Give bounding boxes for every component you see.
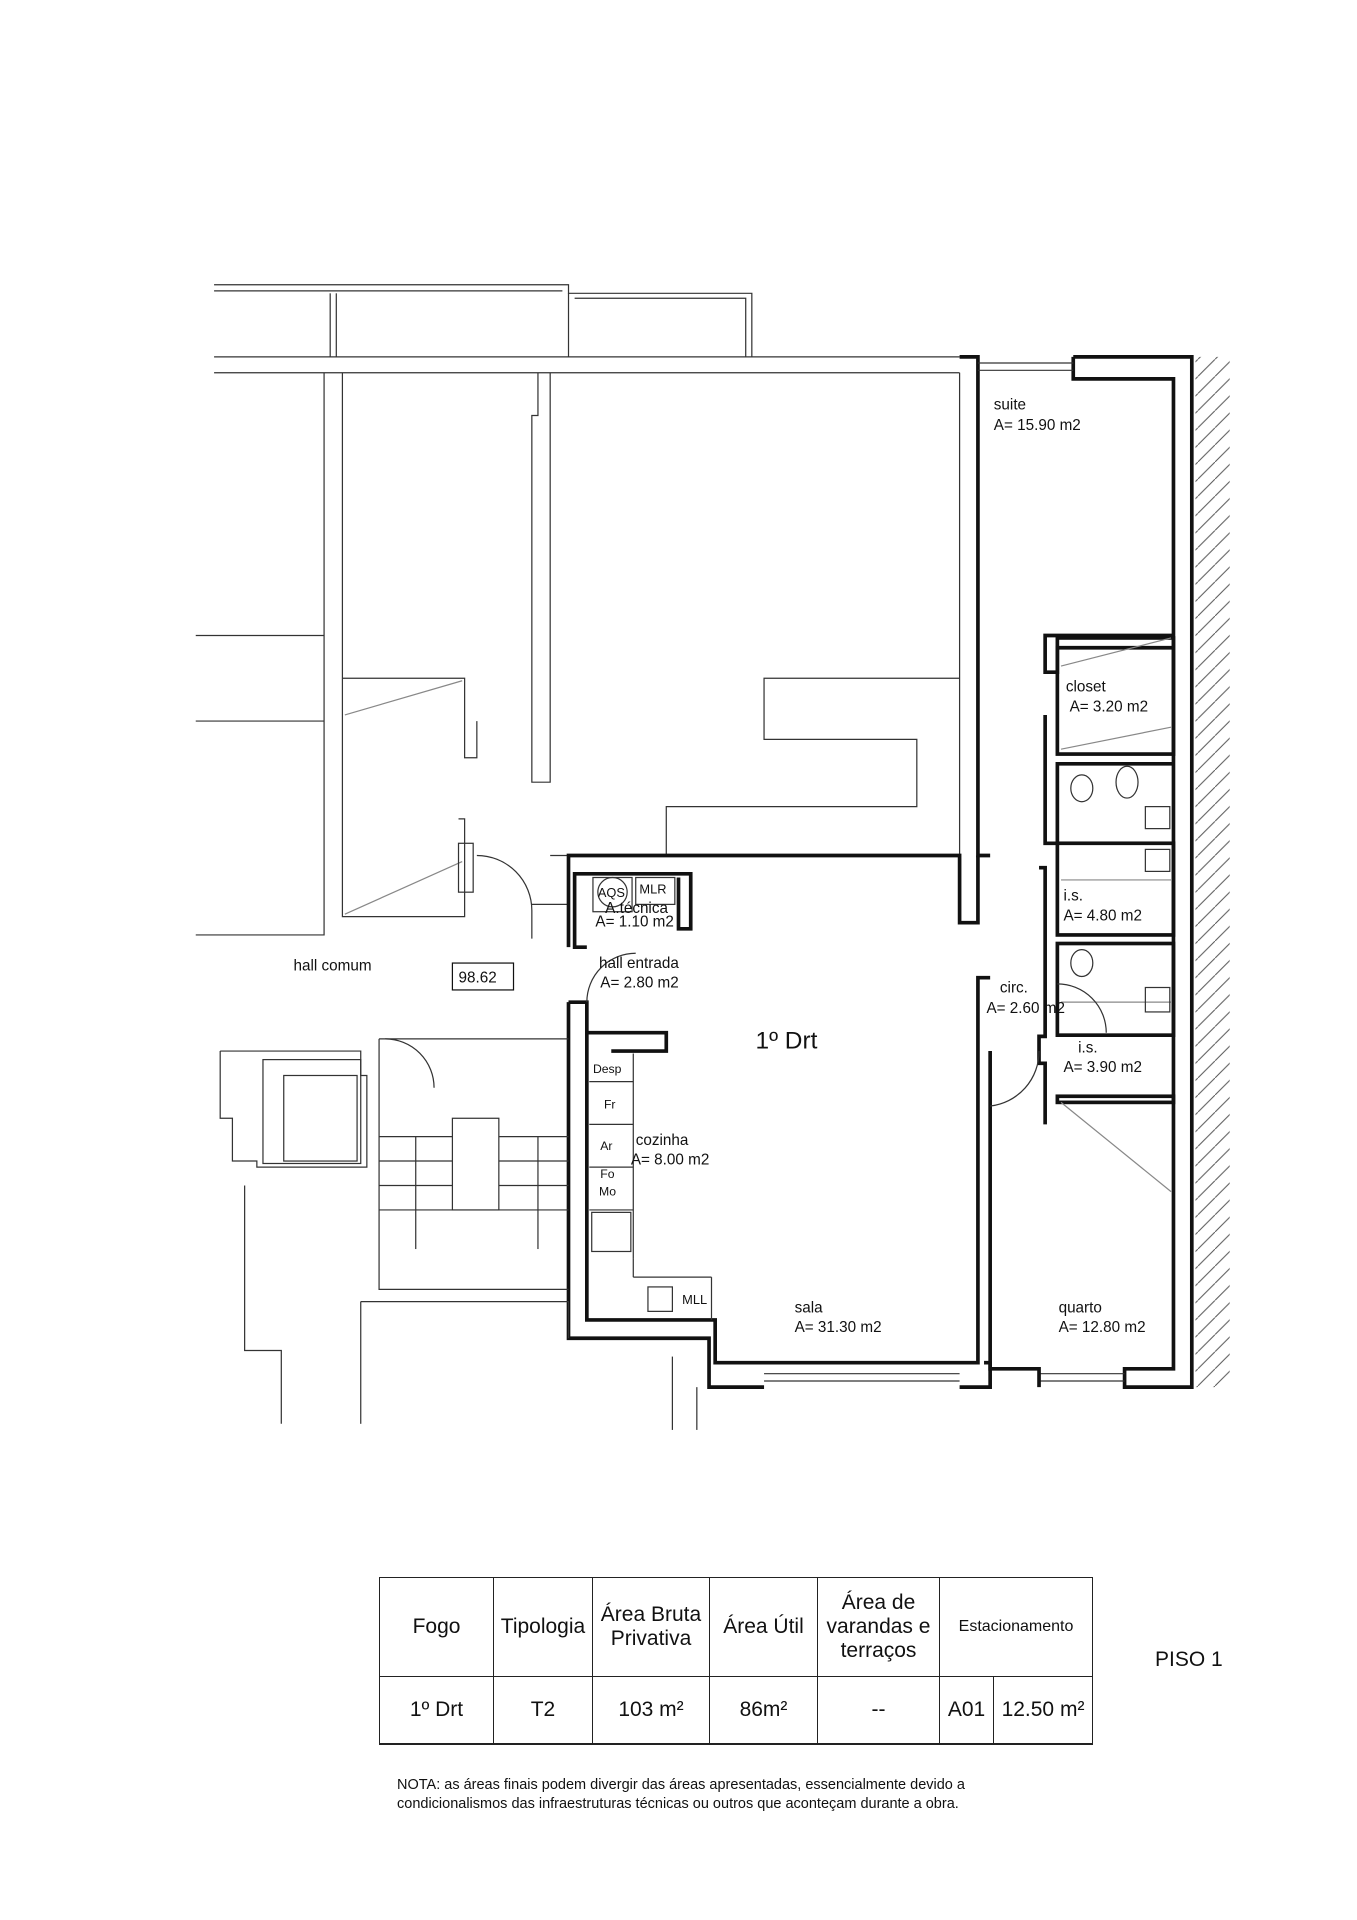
- suite-area: A= 15.90 m2: [994, 417, 1081, 434]
- cell-lugar: A01: [939, 1676, 994, 1745]
- is2-area: A= 3.90 m2: [1063, 1059, 1142, 1076]
- table-header-row: Fogo Tipologia Área Bruta Privativa Área…: [379, 1577, 1094, 1677]
- header-varandas: Área de varandas e terraços: [817, 1577, 940, 1677]
- closet-area: A= 3.20 m2: [1070, 698, 1148, 715]
- mll-label: MLL: [682, 1292, 707, 1307]
- cozinha-name: cozinha: [636, 1132, 689, 1149]
- apartment-walls: [566, 633, 1176, 1389]
- table-row: 1º Drt T2 103 m² 86m² -- A01 12.50 m²: [379, 1676, 1094, 1745]
- mlr-label: MLR: [639, 881, 666, 896]
- cozinha-area: A= 8.00 m2: [631, 1152, 709, 1169]
- suite-name: suite: [994, 396, 1026, 413]
- facade-wall: [214, 355, 1194, 1389]
- stair-core: [219, 1038, 698, 1430]
- cell-varandas: --: [817, 1676, 940, 1745]
- hall-name: hall entrada: [599, 955, 679, 972]
- floor-label: PISO 1: [1155, 1648, 1223, 1671]
- fr-label: Fr: [604, 1097, 616, 1111]
- label-common-value: 98.62: [459, 970, 497, 987]
- cell-area-util: 86m²: [709, 1676, 818, 1745]
- cell-tipologia: T2: [493, 1676, 593, 1745]
- is1-name: i.s.: [1063, 888, 1083, 905]
- neighbour-unit: [195, 372, 961, 939]
- areas-table: Fogo Tipologia Área Bruta Privativa Área…: [379, 1577, 1094, 1745]
- cell-area-bruta: 103 m²: [592, 1676, 710, 1745]
- header-area-util: Área Útil: [709, 1577, 818, 1677]
- label-hall-comum: hall comum: [294, 957, 372, 974]
- common-area-box: [451, 962, 515, 991]
- desp-label: Desp: [593, 1062, 622, 1076]
- quarto-area: A= 12.80 m2: [1059, 1319, 1146, 1336]
- unit-label: 1º Drt: [755, 1028, 817, 1055]
- header-tipologia: Tipologia: [493, 1577, 593, 1677]
- cell-fogo: 1º Drt: [379, 1676, 494, 1745]
- hatched-party-wall: [1195, 356, 1230, 1388]
- is2-name: i.s.: [1078, 1039, 1098, 1056]
- note: NOTA: as áreas finais podem divergir das…: [397, 1776, 1097, 1814]
- hall-area: A= 2.80 m2: [600, 974, 679, 991]
- header-fogo: Fogo: [379, 1577, 494, 1677]
- fo-label: Fo: [600, 1167, 614, 1181]
- circ-name: circ.: [1000, 979, 1028, 996]
- sala-area: A= 31.30 m2: [795, 1319, 882, 1336]
- mo-label: Mo: [599, 1184, 616, 1198]
- note-line-1: NOTA: as áreas finais podem divergir das…: [397, 1777, 965, 1793]
- closet-name: closet: [1066, 679, 1107, 696]
- balcony-outline: [214, 284, 753, 357]
- is1-area: A= 4.80 m2: [1063, 907, 1142, 924]
- tecnica-area: A= 1.10 m2: [595, 913, 674, 930]
- header-estacionamento: Estacionamento: [938, 1577, 1094, 1677]
- tecnica-name: A.técnica: [605, 900, 668, 917]
- sala-name: sala: [795, 1300, 824, 1317]
- circ-area: A= 2.60 m2: [986, 1000, 1065, 1017]
- kitchen-units: [589, 876, 713, 1320]
- header-area-bruta: Área Bruta Privativa: [592, 1577, 710, 1677]
- quarto-name: quarto: [1059, 1300, 1102, 1317]
- aqs-label: AQS: [598, 885, 625, 900]
- note-line-2: condicionalismos das infraestruturas téc…: [397, 1796, 959, 1812]
- cell-lugar-area: 12.50 m²: [992, 1676, 1094, 1745]
- ar-label: Ar: [600, 1139, 612, 1153]
